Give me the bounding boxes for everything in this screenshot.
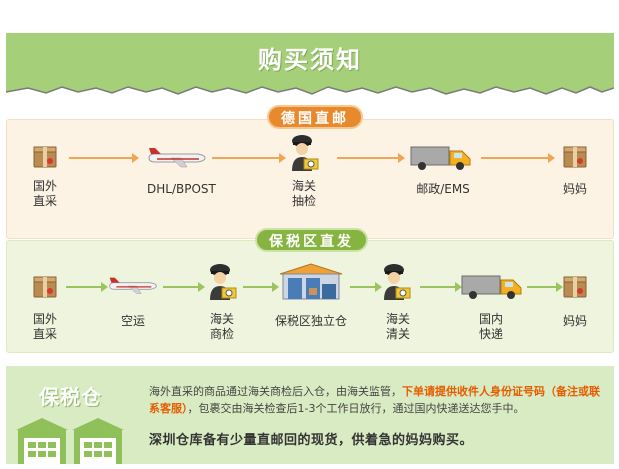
note-subtext: 深圳仓库备有少量直邮回的现货，供着急的妈妈购买。 bbox=[149, 433, 474, 448]
note-title: 保税仓 bbox=[39, 385, 102, 409]
bonded-warehouse-badge: 保税区直发 bbox=[255, 228, 368, 252]
step-label: 妈妈 bbox=[562, 182, 587, 196]
flow-arrow bbox=[481, 153, 555, 163]
flow-arrow bbox=[69, 153, 139, 163]
step-label: 国外直采 bbox=[32, 312, 57, 341]
package-icon bbox=[33, 276, 57, 298]
customs-officer-icon bbox=[384, 264, 411, 300]
flow-arrow bbox=[337, 153, 405, 163]
step-label: 海关抽检 bbox=[291, 179, 316, 208]
warehouse-icon bbox=[16, 418, 68, 464]
flow-arrow bbox=[527, 282, 563, 292]
flow-arrow bbox=[212, 153, 286, 163]
customs-officer-icon bbox=[292, 135, 319, 171]
step-label: DHL/BPOST bbox=[147, 182, 216, 196]
package-icon bbox=[33, 146, 57, 168]
package-icon bbox=[563, 146, 587, 168]
flow-arrow bbox=[163, 282, 205, 292]
flow-arrow bbox=[66, 282, 108, 292]
step-label: 空运 bbox=[120, 314, 145, 328]
step-label: 邮政/EMS bbox=[416, 182, 470, 196]
flow-arrow bbox=[350, 282, 382, 292]
warehouse-icon bbox=[72, 418, 124, 464]
truck-icon bbox=[410, 146, 471, 170]
torn-paper-edge bbox=[6, 80, 614, 95]
package-icon bbox=[563, 276, 587, 298]
header-banner: 购买须知 bbox=[6, 33, 614, 85]
step-label: 国内快递 bbox=[478, 312, 503, 341]
airplane-icon bbox=[148, 148, 206, 168]
customs-officer-icon bbox=[210, 264, 237, 300]
step-label: 海关清关 bbox=[385, 312, 410, 341]
warehouse-icon bbox=[279, 263, 343, 300]
note-text: 海外直采的商品通过海关商检后入仓，由海关监管，下单请提供收件人身份证号码（备注或… bbox=[149, 385, 600, 415]
flow-arrow bbox=[420, 282, 462, 292]
truck-icon bbox=[461, 275, 522, 299]
step-label: 妈妈 bbox=[562, 314, 587, 328]
step-label: 海关商检 bbox=[209, 312, 234, 341]
direct-mail-badge: 德国直邮 bbox=[267, 105, 363, 129]
page-title: 购买须知 bbox=[258, 46, 362, 74]
id-number-notice: 下单请提供收件人身份证号码（备注或联系客服） bbox=[149, 385, 600, 415]
step-label: 保税区独立仓 bbox=[274, 314, 347, 328]
airplane-icon bbox=[109, 277, 157, 294]
step-label: 国外直采 bbox=[32, 179, 57, 208]
flow-arrow bbox=[243, 282, 279, 292]
